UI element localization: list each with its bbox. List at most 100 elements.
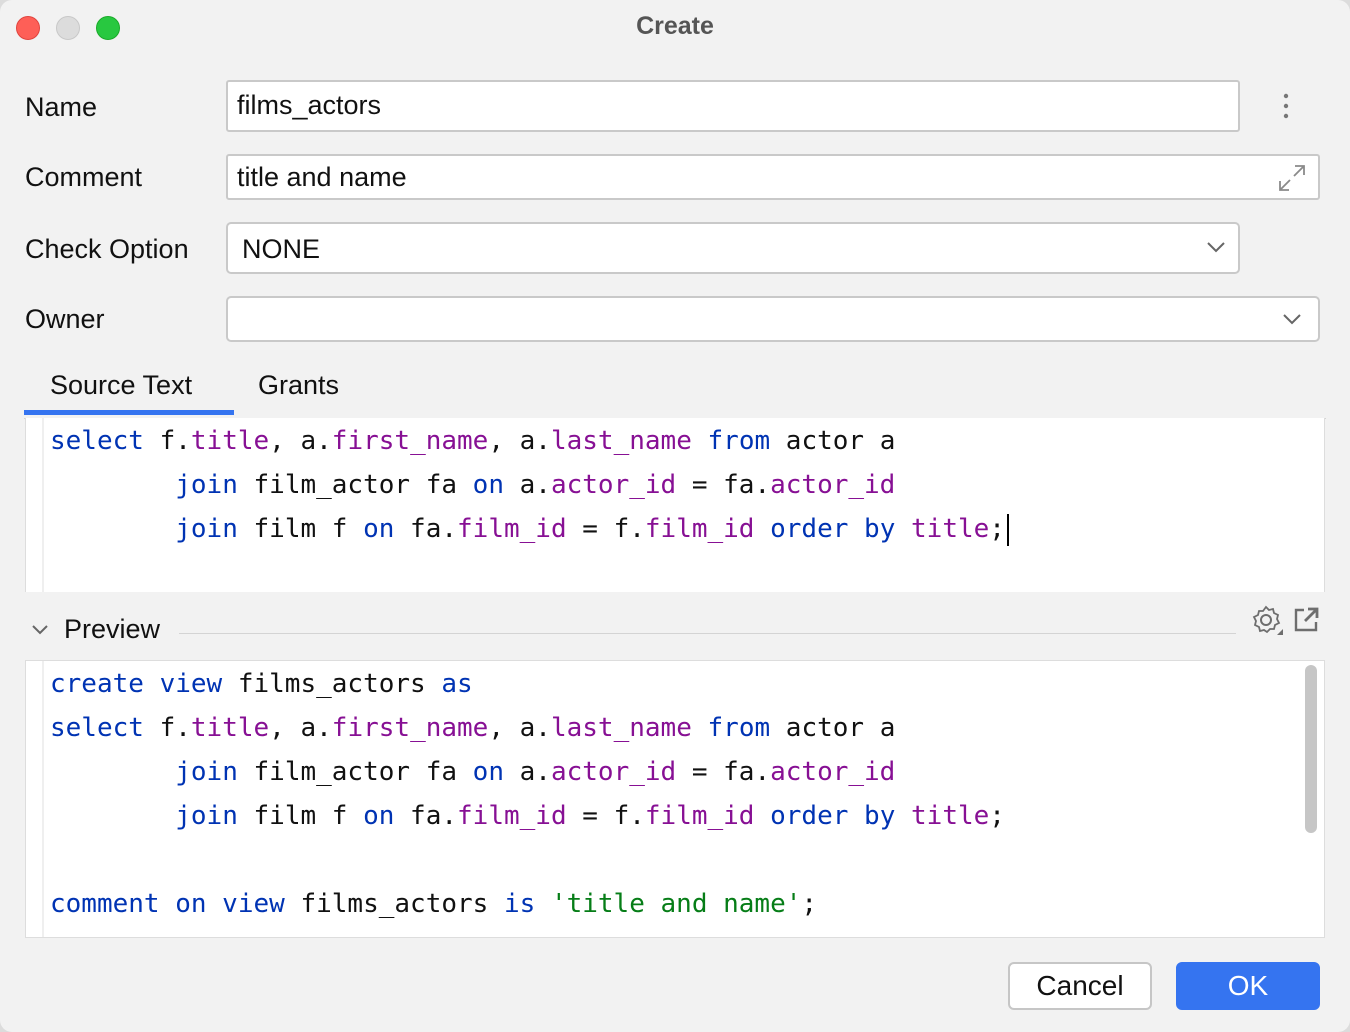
code-token: f.: [143, 713, 191, 743]
code-token: a.: [503, 757, 551, 787]
field-token: last_name: [550, 426, 692, 456]
code-token: film f: [237, 514, 364, 544]
field-token: actor_id: [550, 470, 677, 500]
code-token: [754, 801, 770, 831]
chevron-down-icon[interactable]: [30, 623, 50, 637]
preview-line: join film_actor fa on a.actor_id = fa.ac…: [50, 752, 895, 792]
owner-select[interactable]: [226, 296, 1320, 342]
code-token: fa.: [394, 801, 458, 831]
check-option-value: NONE: [242, 234, 321, 264]
field-token: film_id: [457, 801, 567, 831]
keyword-token: on: [363, 801, 395, 831]
keyword-token: on: [472, 757, 504, 787]
keyword-token: join: [175, 470, 238, 500]
code-token: = f.: [566, 801, 645, 831]
preview-label: Preview: [64, 614, 161, 644]
code-token: film_actor fa: [237, 757, 473, 787]
code-token: = f.: [566, 514, 645, 544]
field-token: actor_id: [770, 757, 896, 787]
field-token: film_id: [457, 514, 567, 544]
chevron-down-icon: [1207, 242, 1225, 253]
code-token: a.: [503, 470, 551, 500]
field-token: film_id: [644, 514, 755, 544]
keyword-token: on: [363, 514, 395, 544]
code-token: [895, 514, 911, 544]
name-label: Name: [25, 92, 98, 122]
code-token: actor a: [770, 713, 896, 743]
check-option-select[interactable]: NONE: [226, 222, 1240, 274]
keyword-token: is: [503, 889, 536, 919]
keyword-token: join: [175, 801, 238, 831]
field-token: last_name: [550, 713, 692, 743]
more-vertical-icon[interactable]: [1276, 92, 1296, 122]
editor-gutter: [42, 418, 44, 592]
field-token: first_name: [331, 713, 489, 743]
code-token: [754, 514, 770, 544]
keyword-token: as: [441, 669, 473, 699]
code-token: [535, 889, 551, 919]
field-token: title: [911, 801, 990, 831]
code-token: , a.: [488, 426, 551, 456]
keyword-token: select: [50, 426, 144, 456]
code-token: [895, 801, 911, 831]
code-token: , a.: [269, 713, 332, 743]
keyword-token: from: [707, 713, 771, 743]
field-token: title: [190, 426, 270, 456]
source-line: join film_actor fa on a.actor_id = fa.ac…: [50, 465, 895, 505]
tab-source-text[interactable]: Source Text: [50, 370, 193, 400]
comment-label: Comment: [25, 162, 143, 192]
active-tab-indicator: [24, 410, 234, 415]
name-field[interactable]: films_actors: [226, 80, 1240, 132]
keyword-token: order by: [770, 514, 896, 544]
open-external-icon[interactable]: [1292, 606, 1320, 634]
expand-icon[interactable]: [1276, 162, 1308, 194]
code-token: [50, 757, 175, 787]
code-token: film f: [237, 801, 364, 831]
field-token: title: [911, 514, 990, 544]
field-token: actor_id: [550, 757, 677, 787]
source-line: join film f on fa.film_id = f.film_id or…: [50, 509, 1009, 549]
code-token: = fa.: [676, 757, 771, 787]
code-token: film_actor fa: [237, 470, 473, 500]
name-field-value: films_actors: [237, 90, 382, 120]
comment-field-value: title and name: [237, 162, 407, 192]
preview-editor[interactable]: create view films_actors as select f.tit…: [25, 660, 1325, 938]
preview-scrollbar[interactable]: [1305, 665, 1317, 833]
code-token: fa.: [394, 514, 458, 544]
code-token: ;: [801, 889, 818, 919]
gear-icon[interactable]: [1250, 604, 1284, 638]
dialog-title: Create: [636, 12, 714, 40]
source-text-editor[interactable]: select f.title, a.first_name, a.last_nam…: [25, 418, 1325, 592]
owner-label: Owner: [25, 304, 105, 334]
string-token: 'title and name': [550, 889, 802, 919]
code-token: f.: [143, 426, 191, 456]
cancel-button[interactable]: Cancel: [1008, 962, 1152, 1010]
code-token: ;: [989, 801, 1005, 831]
preview-header: Preview: [24, 604, 1326, 656]
code-token: [692, 426, 708, 456]
keyword-token: on: [472, 470, 504, 500]
tab-grants[interactable]: Grants: [258, 370, 340, 400]
code-token: , a.: [269, 426, 332, 456]
code-token: actor a: [770, 426, 896, 456]
comment-field[interactable]: title and name: [226, 154, 1320, 200]
code-token: [50, 801, 175, 831]
keyword-token: join: [175, 514, 238, 544]
minimize-window-button[interactable]: [56, 16, 80, 40]
keyword-token: comment on view: [50, 889, 285, 919]
code-token: films_actors: [284, 889, 504, 919]
preview-line: create view films_actors as: [50, 664, 473, 704]
code-token: = fa.: [676, 470, 771, 500]
ok-button[interactable]: OK: [1176, 962, 1320, 1010]
field-token: actor_id: [770, 470, 896, 500]
close-window-button[interactable]: [16, 16, 40, 40]
keyword-token: from: [707, 426, 771, 456]
maximize-window-button[interactable]: [96, 16, 120, 40]
keyword-token: join: [175, 757, 238, 787]
editor-gutter: [42, 661, 44, 937]
field-token: first_name: [331, 426, 489, 456]
check-option-label: Check Option: [25, 234, 189, 264]
title-bar: Create: [0, 0, 1350, 56]
preview-line: join film f on fa.film_id = f.film_id or…: [50, 796, 1005, 836]
